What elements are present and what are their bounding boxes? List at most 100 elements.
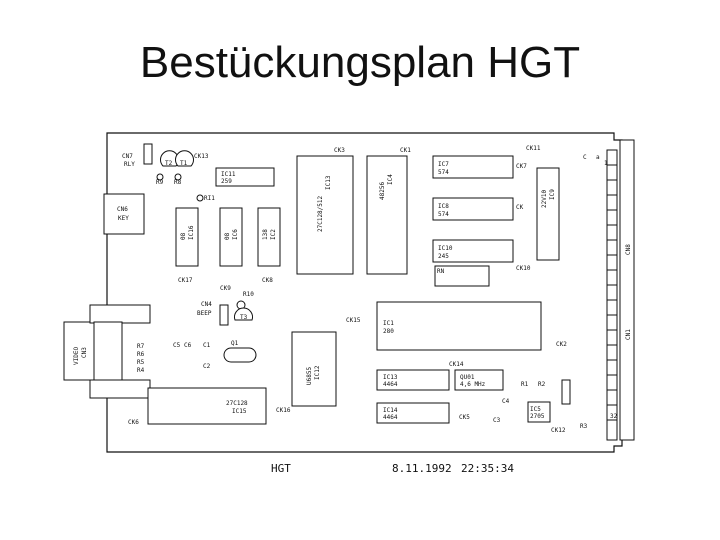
ic5-chip — [527, 401, 551, 423]
cn4-label: CN4 — [201, 301, 212, 308]
ic4-type: 48256 — [379, 182, 386, 200]
pin-32-label: 32 — [610, 413, 618, 420]
c3-label: C3 — [493, 417, 501, 424]
r3-label: R3 — [580, 423, 588, 430]
ic11-label: IC11 — [221, 171, 236, 178]
ck1-label: CK1 — [400, 147, 411, 154]
ck17-label: CK17 — [178, 277, 193, 284]
pin-1-label: 1 — [604, 160, 608, 167]
ic18-label: IC6 — [232, 229, 239, 240]
ic4-chip — [366, 155, 408, 275]
ic14b-type: 4464 — [383, 414, 398, 421]
ic15-label: IC15 — [232, 408, 247, 415]
cn6-sub-label: KEY — [118, 215, 129, 222]
footer-name: HGT — [271, 462, 291, 475]
ri1-label: RI1 — [204, 195, 215, 202]
edge-connector-shell — [619, 139, 635, 441]
cn3-bracket-bottom — [89, 379, 151, 399]
ic7-chip — [432, 155, 514, 179]
c6-label: C5 — [173, 342, 181, 349]
cn3-connector — [63, 321, 95, 381]
c5-label: C6 — [184, 342, 192, 349]
ic9-label: IC9 — [549, 189, 556, 200]
ic16-chip — [175, 207, 199, 267]
ck6-label: CK6 — [128, 419, 139, 426]
ic7-type: 574 — [438, 169, 449, 176]
ck5-label: CK5 — [459, 414, 470, 421]
t2-label: T2 — [165, 160, 173, 167]
r4-label: R4 — [137, 367, 145, 374]
cn3-body — [93, 321, 123, 381]
ic5-label: IC5 — [530, 406, 541, 413]
c1-label: C1 — [203, 342, 211, 349]
ic13-chip — [296, 155, 354, 275]
ck10-label: CK10 — [516, 265, 531, 272]
ri1-pad — [196, 194, 204, 202]
cn6-label: CN6 — [117, 206, 128, 213]
q1-label: Q1 — [231, 340, 239, 347]
ic13-type: 27C128/512 — [317, 195, 324, 232]
ck15-label: CK15 — [346, 317, 361, 324]
t3-label: T3 — [240, 314, 248, 321]
ck16-label: CK16 — [276, 407, 291, 414]
ic8-chip — [432, 197, 514, 221]
r9-pad — [156, 173, 164, 181]
ic8-type: 574 — [438, 211, 449, 218]
crystal-q1 — [223, 347, 257, 363]
board-outline — [106, 132, 623, 453]
ic12-chip — [291, 331, 337, 407]
ic10-label: IC10 — [438, 245, 453, 252]
ck-label: CK — [516, 204, 524, 211]
r8-label: R8 — [174, 179, 182, 186]
r1-label: R1 — [521, 381, 529, 388]
ck11-label: CK11 — [526, 145, 541, 152]
ic1-label: IC1 — [383, 320, 394, 327]
ic16-type: 08 — [180, 232, 187, 240]
ic16-label: IC16 — [188, 225, 195, 240]
cn4-connector — [219, 304, 229, 326]
c2-label: C2 — [203, 363, 211, 370]
ic13b-type: 4464 — [383, 381, 398, 388]
ck2-label: CK2 — [556, 341, 567, 348]
ic10-chip — [432, 239, 514, 263]
ic1-chip — [376, 301, 542, 351]
cn7-sub-label: RLY — [124, 161, 135, 168]
ic13-label: IC13 — [325, 175, 332, 190]
ic5-type: 2705 — [530, 413, 545, 420]
cn7-label: CN7 — [122, 153, 133, 160]
ck3-label: CK3 — [334, 147, 345, 154]
ic18-type: 08 — [224, 232, 231, 240]
r6-label: R6 — [137, 351, 145, 358]
ic14b-label: IC14 — [383, 407, 398, 414]
ck13-label: CK13 — [194, 153, 209, 160]
pin-a-label: a — [596, 154, 600, 161]
cn4-sub-label: BEEP — [197, 310, 212, 317]
cn3-bracket-top — [89, 304, 151, 324]
ic2-type: 138 — [262, 229, 269, 240]
cn7-connector — [143, 143, 153, 165]
cn1-label: CN1 — [625, 329, 632, 340]
transistor-t1 — [175, 150, 194, 167]
r8-pad — [174, 173, 182, 181]
ic2-label: IC2 — [270, 229, 277, 240]
ck8-label: CK8 — [262, 277, 273, 284]
cn8-label: CN8 — [625, 244, 632, 255]
resistor-network — [434, 265, 490, 287]
r2-label: R2 — [538, 381, 546, 388]
ic18-chip — [219, 207, 243, 267]
ck9-label: CK9 — [220, 285, 231, 292]
ic2-chip — [257, 207, 281, 267]
ic7-label: IC7 — [438, 161, 449, 168]
ic12-label: IC12 — [314, 365, 321, 380]
cn6-connector — [103, 193, 145, 235]
qu-label: QU01 — [460, 374, 475, 381]
page-title: Bestückungsplan HGT — [139, 38, 581, 87]
ic12-type: U6855 — [306, 367, 313, 385]
qu-freq-label: 4,6 MHz — [460, 381, 486, 388]
footer-time: 22:35:34 — [461, 462, 514, 475]
ic13-4464-chip — [376, 369, 450, 391]
ic15-type: 27C128 — [226, 400, 248, 407]
ic4-label: IC4 — [387, 174, 394, 185]
edge-connector-pins — [607, 164, 617, 421]
